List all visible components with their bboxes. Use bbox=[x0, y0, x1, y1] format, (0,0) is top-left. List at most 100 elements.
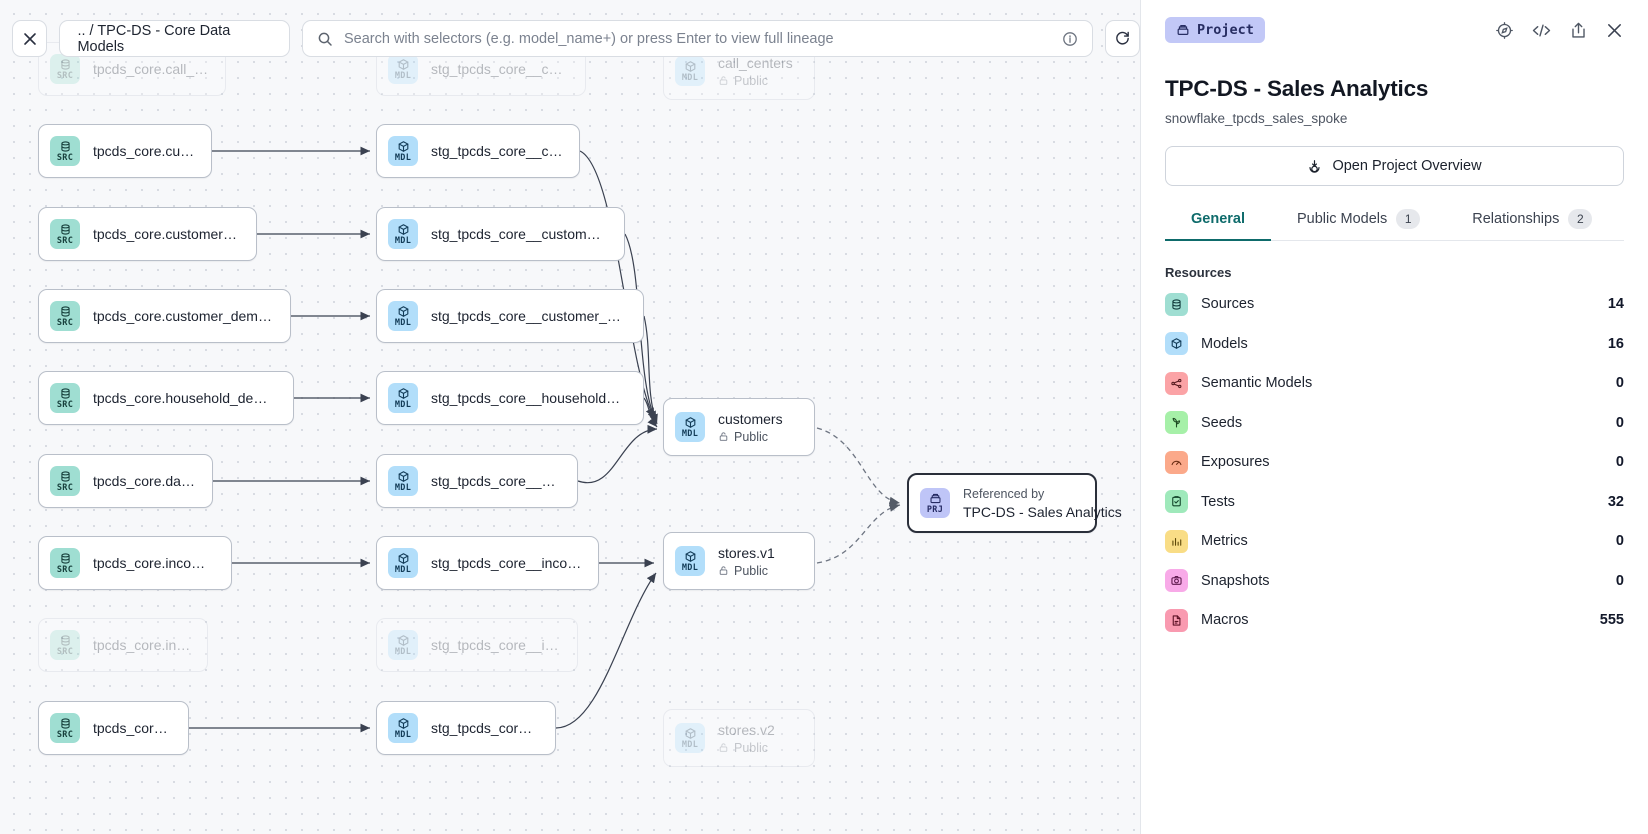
details-panel: Project TPC-DS - Sales Analytics snowfla… bbox=[1140, 0, 1648, 834]
resource-row-sources[interactable]: Sources 14 bbox=[1165, 289, 1624, 320]
node-label: customers bbox=[718, 410, 783, 427]
lineage-node-src-customer[interactable]: SRC tpcds_core.customer bbox=[38, 124, 212, 178]
lineage-node-src-customer-address[interactable]: SRC tpcds_core.customer_address bbox=[38, 207, 257, 261]
node-label: stg_tpcds_core__call_center bbox=[431, 61, 569, 77]
info-icon[interactable] bbox=[1062, 31, 1078, 47]
share-icon[interactable] bbox=[1569, 21, 1588, 40]
node-label: stg_tpcds_core__customer_demogra… bbox=[431, 308, 627, 324]
lineage-node-src-store[interactable]: SRC tpcds_core.store bbox=[38, 701, 189, 755]
lineage-node-mdl-customer-address[interactable]: MDL stg_tpcds_core__customer_address bbox=[376, 207, 625, 261]
project-icon bbox=[1176, 23, 1190, 37]
node-label: tpcds_core.customer_address bbox=[93, 226, 240, 242]
resource-count: 0 bbox=[1615, 414, 1624, 431]
src-badge-icon: SRC bbox=[50, 219, 80, 249]
lineage-node-mdl-customer-demographics[interactable]: MDL stg_tpcds_core__customer_demogra… bbox=[376, 289, 644, 343]
mdl-badge-icon: MDL bbox=[388, 136, 418, 166]
node-label: stg_tpcds_core__income_band bbox=[431, 555, 582, 571]
gauge-icon bbox=[1165, 450, 1188, 474]
node-label: tpcds_core.store bbox=[93, 720, 172, 736]
close-lineage-button[interactable] bbox=[12, 20, 48, 57]
tab-label: Public Models bbox=[1297, 211, 1388, 227]
search-input[interactable] bbox=[343, 30, 1051, 47]
lineage-node-src-inventory[interactable]: SRC tpcds_core.inventory bbox=[38, 618, 208, 672]
refresh-button[interactable] bbox=[1104, 20, 1140, 57]
camera-icon bbox=[1165, 569, 1188, 593]
resource-count: 555 bbox=[1599, 612, 1624, 629]
node-label: tpcds_core.customer bbox=[93, 143, 195, 159]
resources-heading: Resources bbox=[1165, 265, 1232, 280]
node-label: stores.v2 bbox=[718, 721, 775, 738]
lock-open-icon bbox=[718, 431, 729, 442]
node-label: stg_tpcds_core__customer_address bbox=[431, 226, 608, 242]
resource-name: Sources bbox=[1201, 296, 1255, 313]
mdl-badge-icon: MDL bbox=[675, 56, 705, 86]
tab-public-models[interactable]: Public Models 1 bbox=[1271, 209, 1446, 240]
src-badge-icon: SRC bbox=[50, 136, 80, 166]
open-project-overview-button[interactable]: Open Project Overview bbox=[1165, 146, 1624, 186]
tab-general[interactable]: General bbox=[1165, 209, 1271, 241]
page-title: TPC-DS - Sales Analytics bbox=[1165, 76, 1429, 101]
code-icon[interactable] bbox=[1531, 21, 1552, 40]
file-icon bbox=[1165, 608, 1188, 632]
src-badge-icon: SRC bbox=[50, 713, 80, 743]
src-badge-icon: SRC bbox=[50, 466, 80, 496]
lineage-node-mdl-customer[interactable]: MDL stg_tpcds_core__customer bbox=[376, 124, 580, 178]
node-label: stg_tpcds_core__household_demogr… bbox=[431, 390, 627, 406]
referenced-by-label: Referenced by bbox=[963, 486, 1045, 501]
database-icon bbox=[1165, 292, 1188, 316]
node-label: stg_tpcds_core__customer bbox=[431, 143, 563, 159]
tab-label: General bbox=[1191, 211, 1245, 227]
lineage-canvas[interactable]: .. / TPC-DS - Core Data Models SRCtpcds_… bbox=[0, 0, 1140, 834]
close-icon[interactable] bbox=[1605, 21, 1624, 40]
node-label: stg_tpcds_core__inventory bbox=[431, 637, 561, 653]
resource-count: 16 bbox=[1607, 335, 1624, 352]
mdl-badge-icon: MDL bbox=[388, 219, 418, 249]
node-label: tpcds_core.inventory bbox=[93, 637, 191, 653]
compass-icon[interactable] bbox=[1495, 21, 1514, 40]
lock-open-icon bbox=[718, 75, 729, 86]
tab-count-badge: 1 bbox=[1396, 209, 1421, 229]
bars-icon bbox=[1165, 529, 1188, 553]
lineage-node-mdl-household-demographics[interactable]: MDL stg_tpcds_core__household_demogr… bbox=[376, 371, 644, 425]
mdl-badge-icon: MDL bbox=[388, 383, 418, 413]
resource-name: Snapshots bbox=[1201, 572, 1270, 589]
mdl-badge-icon: MDL bbox=[675, 723, 705, 753]
resource-type-label: Project bbox=[1197, 22, 1254, 38]
node-visibility-label: Public bbox=[734, 73, 769, 88]
src-badge-icon: SRC bbox=[50, 630, 80, 660]
cube-icon bbox=[1165, 332, 1188, 356]
overview-icon bbox=[1307, 159, 1322, 174]
mdl-badge-icon: MDL bbox=[388, 301, 418, 331]
breadcrumb[interactable]: .. / TPC-DS - Core Data Models bbox=[59, 20, 290, 57]
node-label: stores.v1 bbox=[718, 544, 775, 561]
resource-type-badge: Project bbox=[1165, 17, 1265, 43]
node-label: stg_tpcds_core__date_dim bbox=[431, 473, 561, 489]
node-visibility-label: Public bbox=[734, 429, 769, 444]
search-bar[interactable] bbox=[301, 20, 1093, 57]
resource-count: 0 bbox=[1615, 375, 1624, 392]
resource-count: 14 bbox=[1607, 296, 1624, 313]
search-icon bbox=[317, 31, 333, 47]
